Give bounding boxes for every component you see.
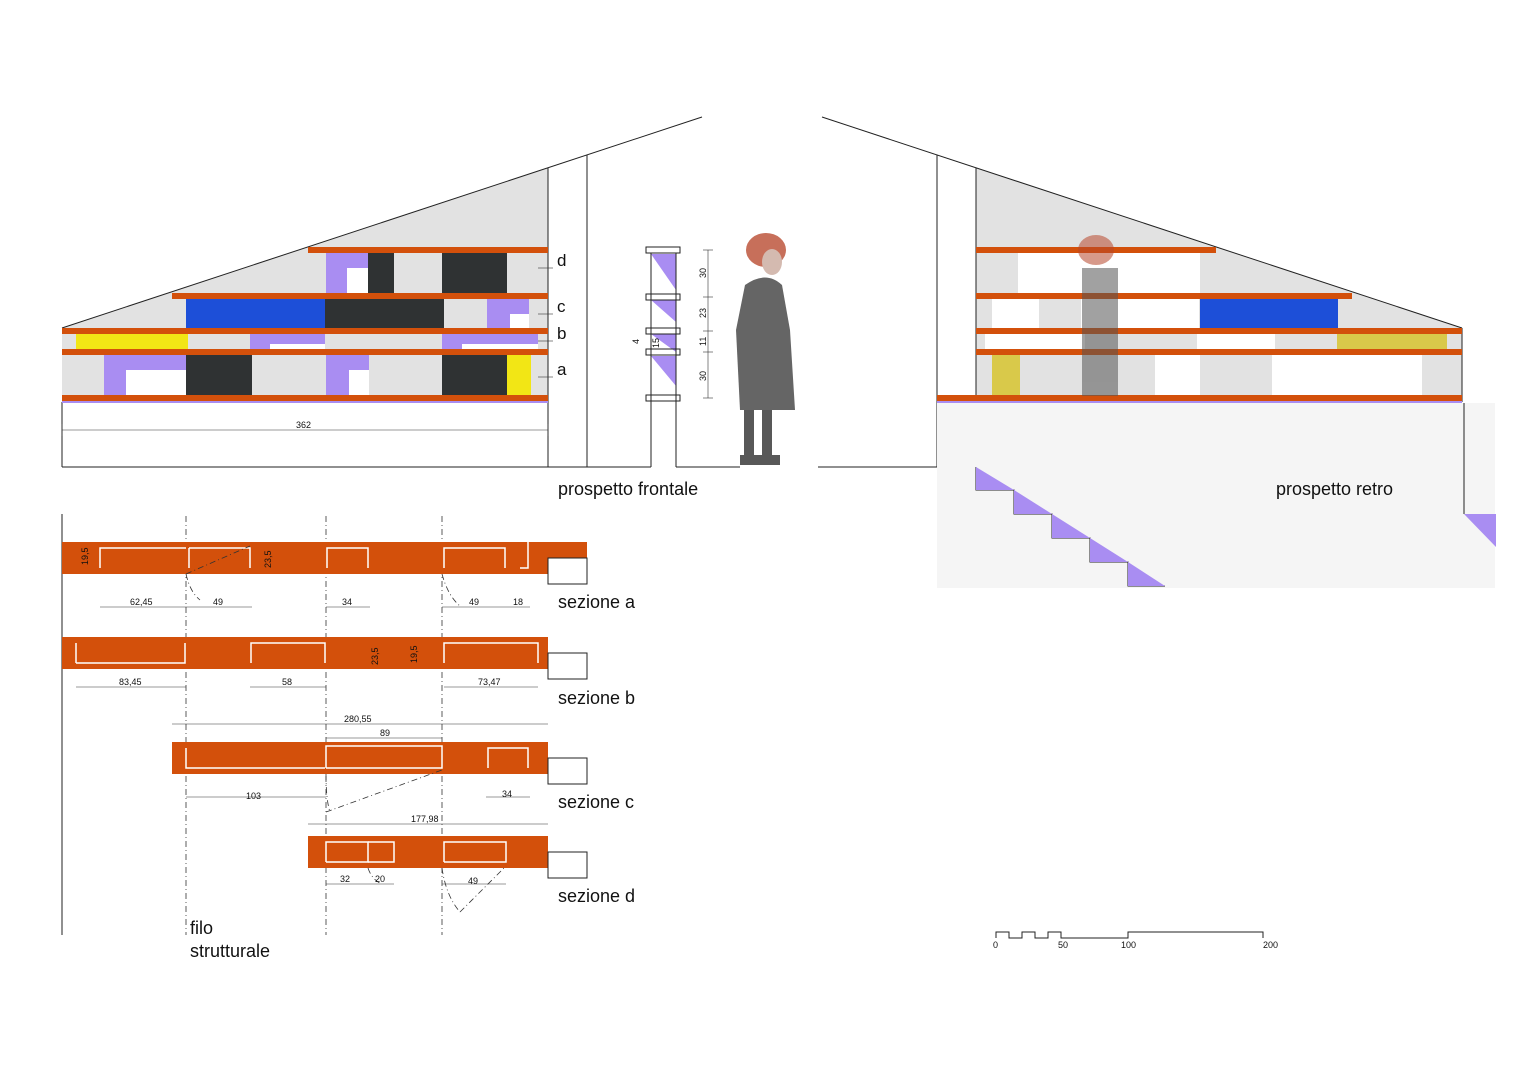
section-c-dim-4: 34 xyxy=(502,789,512,799)
section-a-depth-1: 19,5 xyxy=(80,547,90,565)
side-profile: 30 23 11 30 4 15 xyxy=(631,246,713,402)
tag-c: c xyxy=(557,297,566,316)
section-a-dim-1: 62,45 xyxy=(130,597,153,607)
section-c-dim-89: 89 xyxy=(380,728,390,738)
section-a-dim-3: 34 xyxy=(342,597,352,607)
structural-axis-label-2: strutturale xyxy=(190,941,270,961)
level-a-modules xyxy=(104,355,531,396)
dim-11: 11 xyxy=(698,337,708,346)
section-a-depth-2: 23,5 xyxy=(263,550,273,568)
sections: 62,45 49 34 49 18 19,5 23,5 sezione a 83… xyxy=(61,514,636,961)
section-a-title: sezione a xyxy=(558,592,636,612)
section-a-dim-2: 49 xyxy=(213,597,223,607)
front-title: prospetto frontale xyxy=(558,479,698,499)
front-shelves xyxy=(62,247,548,403)
front-elevation: d c b a 362 xyxy=(61,116,740,468)
section-b-dim-1: 83,45 xyxy=(119,677,142,687)
section-d-dim-2: 32 xyxy=(340,874,350,884)
section-b-dim-3: 73,47 xyxy=(478,677,501,687)
tag-b: b xyxy=(557,324,566,343)
back-title: prospetto retro xyxy=(1276,479,1393,499)
scale-bar: 0 50 100 200 xyxy=(993,931,1278,950)
section-a-dim-5: 18 xyxy=(513,597,523,607)
section-b-title: sezione b xyxy=(558,688,635,708)
level-d-modules xyxy=(326,253,507,294)
scale-tick-200: 200 xyxy=(1263,940,1278,950)
dim-30-top: 30 xyxy=(698,268,708,278)
dim-15: 15 xyxy=(651,338,661,348)
section-d-dim-4: 49 xyxy=(468,876,478,886)
section-b-depth-1: 23,5 xyxy=(370,647,380,665)
level-c-modules xyxy=(186,299,529,329)
tag-a: a xyxy=(557,360,567,379)
section-d-dim-overall: 177,98 xyxy=(411,814,439,824)
section-c-title: sezione c xyxy=(558,792,634,812)
back-elevation xyxy=(818,116,1496,588)
section-d: 32 20 49 sezione d xyxy=(308,836,635,913)
section-a-dim-4: 49 xyxy=(469,597,479,607)
section-a: 62,45 49 34 49 18 19,5 23,5 sezione a xyxy=(62,542,636,612)
scale-tick-0: 0 xyxy=(993,940,998,950)
dim-30-bottom: 30 xyxy=(698,371,708,381)
section-c-dim-overall: 280,55 xyxy=(344,714,372,724)
section-c: 103 34 sezione c xyxy=(172,742,634,813)
person-figure xyxy=(736,233,795,465)
structural-axis-label-1: filo xyxy=(190,918,213,938)
dim-4: 4 xyxy=(631,339,641,344)
section-c-dim-3: 103 xyxy=(246,791,261,801)
dim-362: 362 xyxy=(296,420,311,430)
dim-23: 23 xyxy=(698,308,708,318)
person-figure-back xyxy=(1078,235,1118,396)
scale-tick-50: 50 xyxy=(1058,940,1068,950)
section-b-depth-2: 19,5 xyxy=(409,645,419,663)
section-d-dim-3: 20 xyxy=(375,874,385,884)
level-tags: d c b a xyxy=(538,251,567,379)
scale-tick-100: 100 xyxy=(1121,940,1136,950)
stairs xyxy=(975,467,1496,587)
section-d-title: sezione d xyxy=(558,886,635,906)
section-b-dim-2: 58 xyxy=(282,677,292,687)
tag-d: d xyxy=(557,251,566,270)
level-b-modules xyxy=(76,334,538,350)
section-b: 83,45 58 73,47 23,5 19,5 sezione b xyxy=(62,637,635,708)
